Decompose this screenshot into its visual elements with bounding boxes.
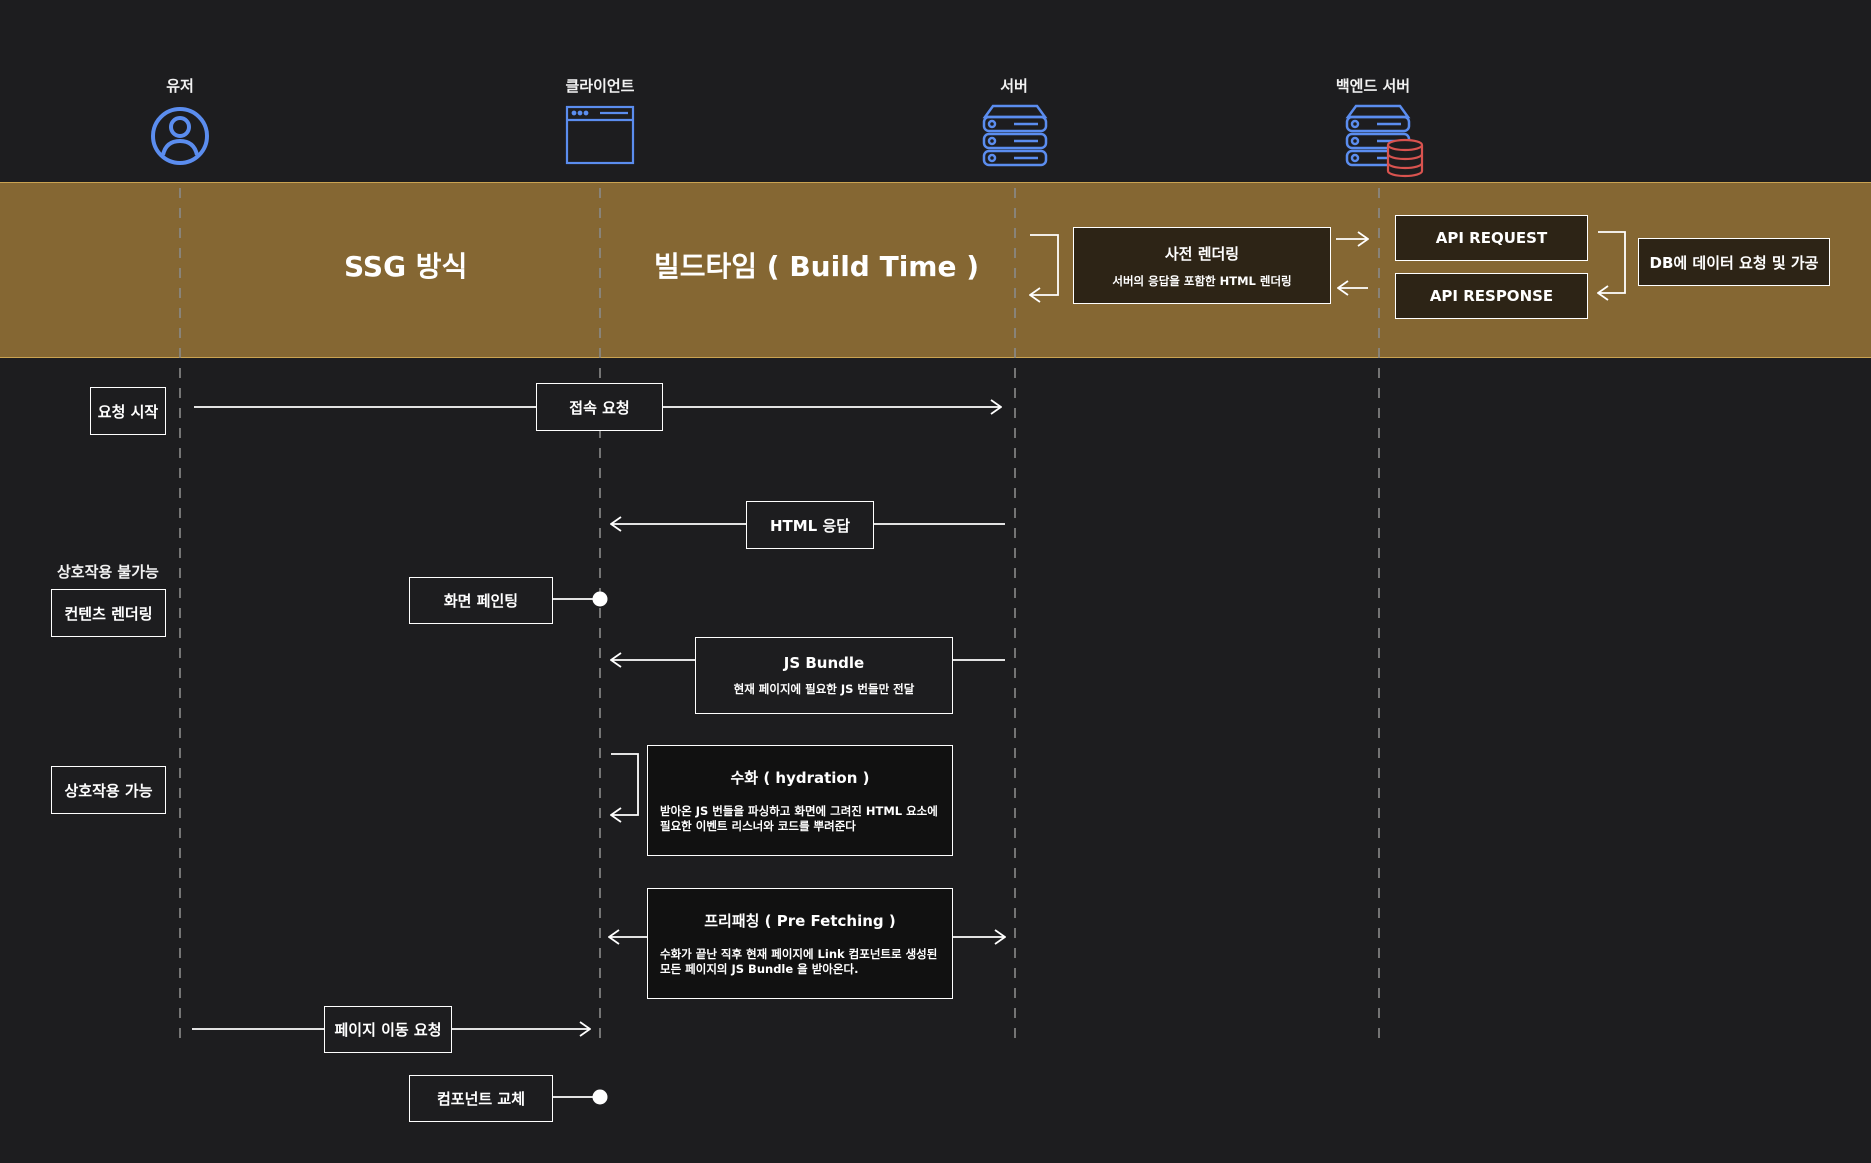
content-rendering-label: 컨텐츠 렌더링 xyxy=(64,604,153,623)
build-time-title: 빌드타임 ( Build Time ) xyxy=(654,250,980,283)
hydration-desc: 받아온 JS 번들을 파싱하고 화면에 그려진 HTML 요소에 필요한 이벤트… xyxy=(660,804,938,833)
prerender-box: 사전 렌더링 서버의 응답을 포함한 HTML 렌더링 xyxy=(1073,227,1331,304)
api-response-label: API RESPONSE xyxy=(1429,287,1554,305)
hydration-loop-arrow xyxy=(611,753,639,815)
api-request-box: API REQUEST xyxy=(1395,215,1588,261)
content-rendering-box: 컨텐츠 렌더링 xyxy=(51,589,166,637)
actor-label-client: 클라이언트 xyxy=(565,77,635,95)
ssg-title: SSG 방식 xyxy=(344,250,468,283)
request-start-label: 요청 시작 xyxy=(97,402,159,421)
backend-server-database-icon xyxy=(1345,104,1424,178)
db-request-label: DB에 데이터 요청 및 가공 xyxy=(1649,253,1819,272)
prerender-title: 사전 렌더링 xyxy=(1164,244,1240,263)
prefetching-title: 프리패칭 ( Pre Fetching ) xyxy=(704,912,896,930)
access-request-label: 접속 요청 xyxy=(569,398,630,417)
api-request-label: API REQUEST xyxy=(1435,229,1548,247)
server-self-loop-arrow xyxy=(1030,234,1059,295)
build-time-band xyxy=(0,182,1871,358)
actor-label-backend: 백엔드 서버 xyxy=(1335,77,1411,95)
actor-label-server: 서버 xyxy=(1000,77,1028,95)
request-start-box: 요청 시작 xyxy=(90,387,166,435)
js-bundle-desc: 현재 페이지에 필요한 JS 번들만 전달 xyxy=(733,682,915,696)
user-icon xyxy=(151,107,209,165)
screen-painting-box: 화면 페인팅 xyxy=(409,577,553,624)
prefetching-desc: 수화가 끝난 직후 현재 페이지에 Link 컴포넌트로 생성된 모든 페이지의… xyxy=(660,947,938,976)
interactive-label: 상호작용 가능 xyxy=(64,781,153,800)
interactive-box: 상호작용 가능 xyxy=(51,766,166,814)
api-response-box: API RESPONSE xyxy=(1395,273,1588,319)
prerender-desc: 서버의 응답을 포함한 HTML 렌더링 xyxy=(1112,273,1292,288)
db-request-box: DB에 데이터 요청 및 가공 xyxy=(1638,238,1830,286)
screen-painting-label: 화면 페인팅 xyxy=(443,592,519,610)
html-response-label: HTML 응답 xyxy=(769,516,851,535)
db-loop-arrow xyxy=(1598,231,1626,293)
access-request-box: 접속 요청 xyxy=(536,383,663,431)
page-nav-request-box: 페이지 이동 요청 xyxy=(324,1006,452,1053)
actor-label-user: 유저 xyxy=(166,77,194,95)
html-response-box: HTML 응답 xyxy=(746,501,874,549)
hydration-title: 수화 ( hydration ) xyxy=(730,769,870,787)
hydration-box: 수화 ( hydration ) 받아온 JS 번들을 파싱하고 화면에 그려진… xyxy=(647,745,953,856)
component-swap-label: 컴포넌트 교체 xyxy=(436,1090,526,1108)
component-swap-box: 컴포넌트 교체 xyxy=(409,1075,553,1122)
page-nav-request-label: 페이지 이동 요청 xyxy=(334,1021,442,1039)
non-interactive-label: 상호작용 불가능 xyxy=(57,563,159,581)
js-bundle-box: JS Bundle 현재 페이지에 필요한 JS 번들만 전달 xyxy=(695,637,953,714)
component-swap-dot xyxy=(592,1089,608,1105)
js-bundle-title: JS Bundle xyxy=(783,654,865,672)
screen-painting-dot xyxy=(592,591,608,607)
server-icon xyxy=(982,104,1048,167)
prefetching-box: 프리패칭 ( Pre Fetching ) 수화가 끝난 직후 현재 페이지에 … xyxy=(647,888,953,999)
browser-window-icon xyxy=(565,105,635,165)
